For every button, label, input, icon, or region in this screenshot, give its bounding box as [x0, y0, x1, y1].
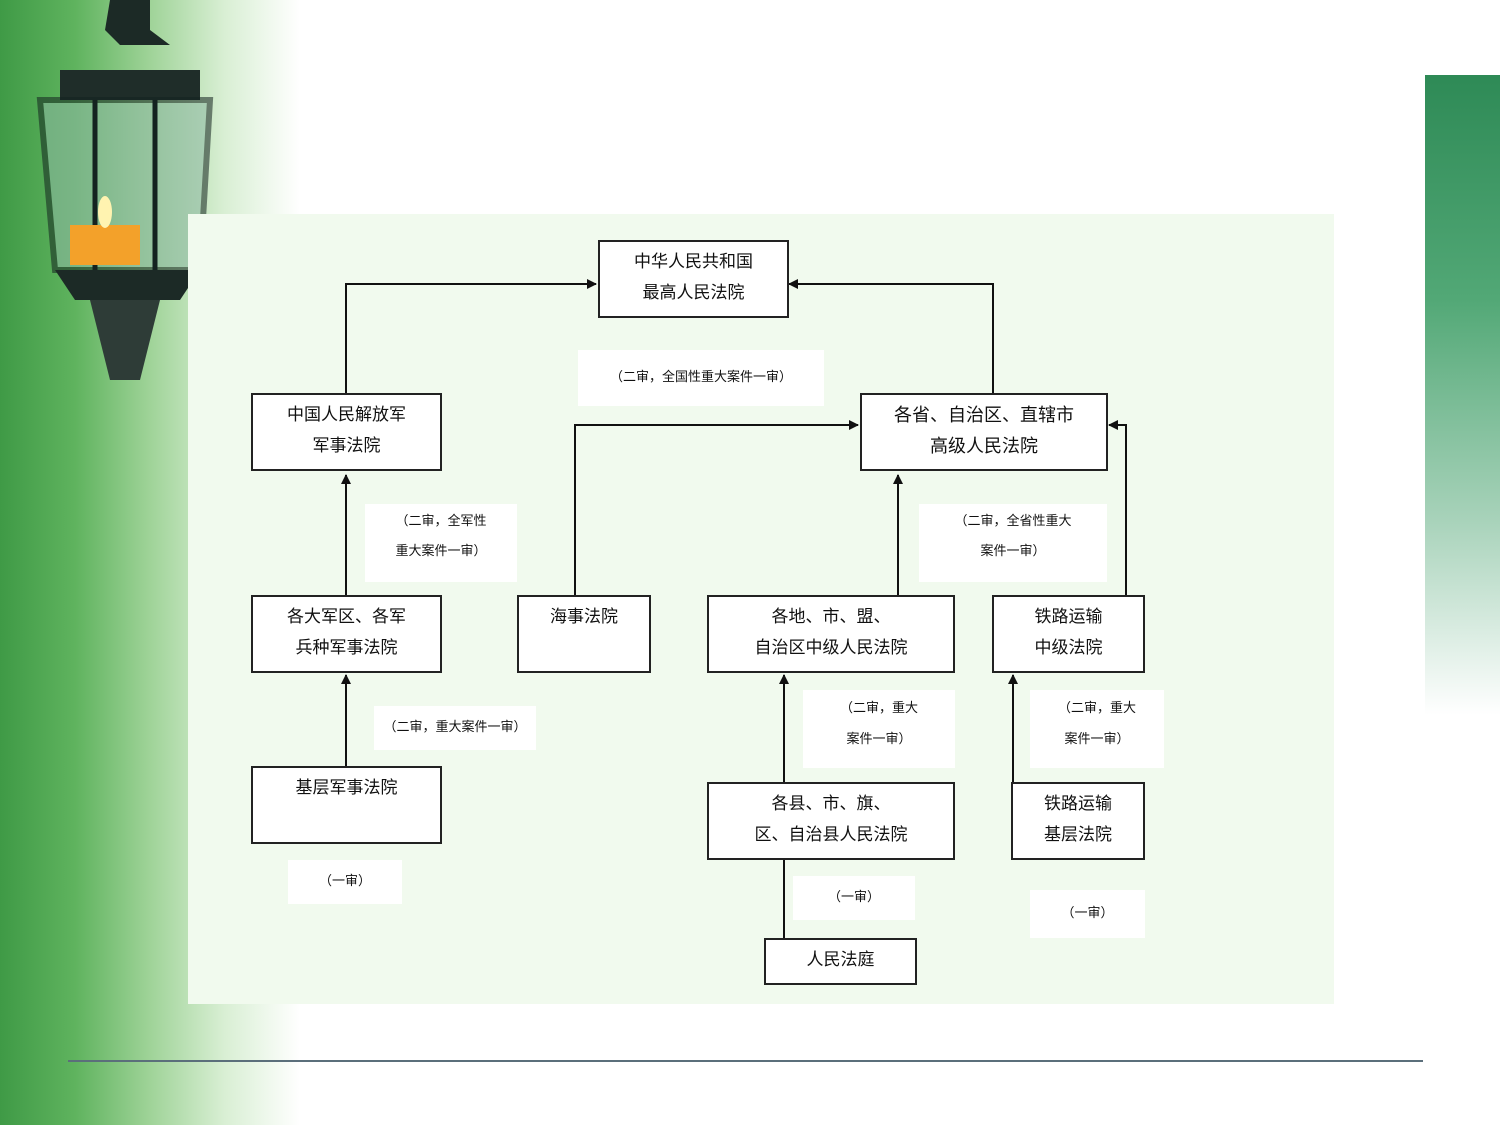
- note-basic-military: （一审）: [288, 860, 402, 904]
- node-railway-basic-court: 铁路运输 基层法院: [1011, 782, 1145, 860]
- node-label: 海事法院: [550, 607, 618, 627]
- node-label: 高级人民法院: [930, 436, 1038, 457]
- node-supreme-court: 中华人民共和国 最高人民法院: [598, 240, 789, 318]
- node-label: 军事法院: [312, 436, 381, 456]
- note-provincial-high: （二审，全省性重大 案件一审）: [919, 504, 1107, 582]
- note-text: （二审，全军性: [395, 514, 487, 529]
- note-text: （二审，重大案件一审）: [383, 720, 527, 735]
- node-maritime-court: 海事法院: [517, 595, 651, 673]
- note-text: （二审，全省性重大: [954, 514, 1072, 529]
- note-text: （一审）: [1061, 906, 1114, 921]
- node-label: 基层法院: [1044, 825, 1112, 845]
- node-label: 基层军事法院: [295, 778, 398, 798]
- node-label: 中华人民共和国: [634, 252, 753, 272]
- note-supreme: （二审，全国性重大案件一审）: [578, 350, 824, 406]
- node-label: 铁路运输: [1034, 607, 1103, 627]
- note-text: 案件一审）: [980, 544, 1046, 559]
- note-pla-military: （二审，全军性 重大案件一审）: [365, 504, 517, 582]
- note-text: 重大案件一审）: [395, 544, 487, 559]
- note-text: （二审，全国性重大案件一审）: [609, 370, 792, 385]
- note-text: （二审，重大: [1057, 701, 1136, 716]
- arrow-railway-to-provincial: [1108, 420, 1127, 595]
- footer-divider: [68, 1060, 1423, 1062]
- node-label: 兵种军事法院: [295, 638, 398, 658]
- node-label: 铁路运输: [1044, 794, 1112, 814]
- node-basic-military-court: 基层军事法院: [251, 766, 442, 844]
- note-text: （二审，重大: [839, 701, 918, 716]
- right-decorative-band: [1425, 75, 1500, 715]
- node-label: 最高人民法院: [642, 283, 745, 303]
- node-label: 区、自治县人民法院: [754, 825, 908, 845]
- node-peoples-tribunal: 人民法庭: [764, 938, 917, 985]
- node-pla-military-court: 中国人民解放军 军事法院: [251, 393, 442, 471]
- note-railway-basic: （一审）: [1030, 890, 1145, 938]
- connector-lines: [341, 279, 1127, 938]
- node-label: 各县、市、旗、: [771, 794, 891, 814]
- node-intermediate-court: 各地、市、盟、 自治区中级人民法院: [707, 595, 955, 673]
- node-label: 自治区中级人民法院: [754, 638, 908, 658]
- node-label: 中级法院: [1034, 638, 1103, 658]
- lantern-image: [36, 0, 214, 380]
- note-text: （一审）: [827, 890, 880, 905]
- note-text: 案件一审）: [846, 732, 912, 747]
- note-county: （一审）: [793, 876, 915, 920]
- node-county-court: 各县、市、旗、 区、自治县人民法院: [707, 782, 955, 860]
- note-text: 案件一审）: [1064, 732, 1130, 747]
- note-regional-military: （二审，重大案件一审）: [374, 706, 536, 750]
- node-regional-military-court: 各大军区、各军 兵种军事法院: [251, 595, 442, 673]
- note-text: （一审）: [318, 874, 371, 889]
- node-label: 中国人民解放军: [287, 405, 406, 425]
- node-label: 各地、市、盟、: [771, 607, 891, 627]
- node-label: 各省、自治区、直辖市: [894, 405, 1074, 426]
- court-hierarchy-diagram: 中华人民共和国 最高人民法院 中国人民解放军 军事法院 各省、自治区、直辖市 高…: [188, 214, 1334, 1004]
- arrow-maritime-to-provincial: [574, 420, 859, 595]
- note-intermediate: （二审，重大 案件一审）: [803, 690, 955, 768]
- node-railway-intermediate-court: 铁路运输 中级法院: [992, 595, 1145, 673]
- node-label: 人民法庭: [806, 950, 875, 970]
- arrow-pla-to-supreme: [345, 279, 597, 393]
- node-label: 各大军区、各军: [287, 607, 406, 627]
- node-provincial-high-court: 各省、自治区、直辖市 高级人民法院: [860, 393, 1108, 471]
- arrow-provincial-to-supreme: [788, 279, 994, 393]
- note-railway-intermediate: （二审，重大 案件一审）: [1030, 690, 1164, 768]
